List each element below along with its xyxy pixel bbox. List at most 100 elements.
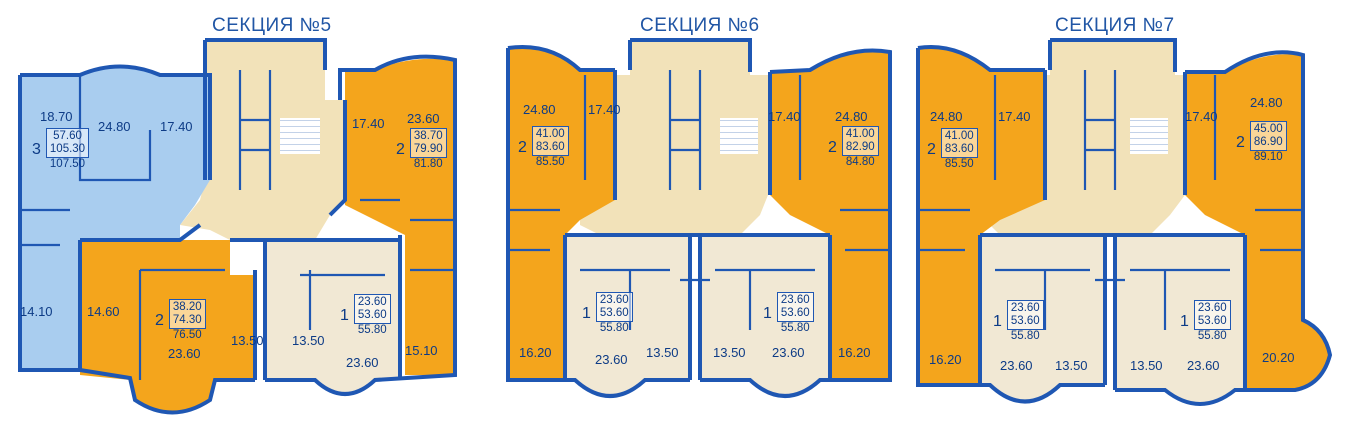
section-6-unit-1room-left: 1 23.60 53.60 55.80 bbox=[582, 292, 633, 335]
total-area: 82.90 bbox=[845, 141, 875, 153]
section-5-room-area: 18.70 bbox=[40, 109, 73, 124]
unit-areas-box: 57.60 105.30 bbox=[45, 128, 90, 158]
room-count: 2 bbox=[396, 140, 405, 158]
living-area: 38.20 bbox=[172, 301, 202, 313]
living-area: 57.60 bbox=[53, 130, 82, 142]
section-6-room-area: 24.80 bbox=[523, 102, 556, 117]
section-7-unit-1room-right: 1 23.60 53.60 55.80 bbox=[1180, 300, 1231, 343]
section-6-room-area: 13.50 bbox=[646, 345, 679, 360]
section-6-unit-1room-right: 1 23.60 53.60 55.80 bbox=[763, 292, 814, 335]
section-6-unit-2room-left: 2 41.00 83.60 85.50 bbox=[518, 126, 569, 169]
section-6-room-area: 17.40 bbox=[768, 109, 801, 124]
section-5-unit-1room: 1 23.60 53.60 55.80 bbox=[340, 294, 391, 337]
total-area-with-balcony: 107.50 bbox=[49, 158, 86, 170]
section-6-room-area: 17.40 bbox=[588, 102, 621, 117]
total-area-with-balcony: 85.50 bbox=[535, 156, 565, 168]
room-count: 1 bbox=[582, 304, 591, 322]
total-area-with-balcony: 55.80 bbox=[1197, 330, 1227, 342]
total-area: 86.90 bbox=[1253, 136, 1283, 148]
section-5-room-area: 17.40 bbox=[160, 119, 193, 134]
section-5-room-area: 14.60 bbox=[87, 304, 120, 319]
section-5-unit-2room-b: 2 38.20 74.30 76.50 bbox=[155, 299, 206, 342]
unit-areas-box: 23.60 53.60 bbox=[1006, 300, 1044, 330]
room-count: 3 bbox=[32, 140, 41, 158]
section-5-title: СЕКЦИЯ №5 bbox=[212, 15, 332, 36]
total-area: 53.60 bbox=[1197, 315, 1227, 327]
section-5-apartment-2room-b bbox=[80, 240, 255, 413]
unit-areas-box: 23.60 53.60 bbox=[595, 292, 633, 322]
total-area-with-balcony: 89.10 bbox=[1253, 151, 1283, 163]
room-count: 1 bbox=[1180, 312, 1189, 330]
total-area-with-balcony: 76.50 bbox=[172, 329, 202, 341]
section-5-room-area: 17.40 bbox=[352, 116, 385, 131]
section-5-room-area: 23.60 bbox=[168, 346, 201, 361]
section-6-room-area: 23.60 bbox=[595, 352, 628, 367]
total-area-with-balcony: 85.50 bbox=[944, 158, 974, 170]
section-5-staircase bbox=[280, 118, 320, 154]
unit-areas-box: 45.00 86.90 bbox=[1249, 121, 1287, 151]
room-count: 2 bbox=[155, 311, 164, 329]
unit-areas-box: 23.60 53.60 bbox=[776, 292, 814, 322]
section-6-room-area: 16.20 bbox=[519, 345, 552, 360]
section-6-room-area: 16.20 bbox=[838, 345, 871, 360]
total-area: 83.60 bbox=[535, 141, 565, 153]
section-5-room-area: 23.60 bbox=[346, 355, 379, 370]
section-5-room-area: 15.10 bbox=[405, 343, 438, 358]
section-5-room-area: 13.50 bbox=[292, 333, 325, 348]
total-area: 53.60 bbox=[1010, 315, 1040, 327]
section-7-unit-2room-left: 2 41.00 83.60 85.50 bbox=[927, 128, 978, 171]
total-area: 74.30 bbox=[172, 314, 202, 326]
living-area: 45.00 bbox=[1253, 123, 1283, 135]
room-count: 2 bbox=[927, 140, 936, 158]
section-5-room-area: 24.80 bbox=[98, 119, 131, 134]
section-5-plan bbox=[18, 38, 457, 415]
section-7-room-area: 17.40 bbox=[1185, 109, 1218, 124]
unit-areas-box: 41.00 83.60 bbox=[531, 126, 569, 156]
total-area: 83.60 bbox=[944, 143, 974, 155]
section-5-apartment-1room bbox=[265, 240, 400, 393]
living-area: 23.60 bbox=[1197, 302, 1227, 314]
section-7-title: СЕКЦИЯ №7 bbox=[1055, 15, 1175, 36]
section-7-room-area: 24.80 bbox=[1250, 95, 1283, 110]
section-7-room-area: 24.80 bbox=[930, 109, 963, 124]
total-area-with-balcony: 55.80 bbox=[780, 322, 810, 334]
unit-areas-box: 38.70 79.90 bbox=[409, 128, 447, 158]
living-area: 41.00 bbox=[944, 130, 974, 142]
section-7-room-area: 13.50 bbox=[1130, 358, 1163, 373]
room-count: 1 bbox=[993, 312, 1002, 330]
section-7-room-area: 23.60 bbox=[1000, 358, 1033, 373]
unit-areas-box: 41.00 82.90 bbox=[841, 126, 879, 156]
total-area: 79.90 bbox=[413, 143, 443, 155]
total-area-with-balcony: 84.80 bbox=[845, 156, 875, 168]
section-5-unit-3room: 3 57.60 105.30 107.50 bbox=[32, 128, 90, 171]
unit-areas-box: 38.20 74.30 bbox=[168, 299, 206, 329]
section-7-room-area: 20.20 bbox=[1262, 350, 1295, 365]
section-6-common-area bbox=[580, 40, 770, 235]
total-area: 105.30 bbox=[49, 143, 86, 155]
section-7-plan bbox=[916, 38, 1333, 406]
living-area: 23.60 bbox=[357, 296, 387, 308]
living-area: 38.70 bbox=[413, 130, 443, 142]
total-area-with-balcony: 81.80 bbox=[413, 158, 443, 170]
total-area-with-balcony: 55.80 bbox=[1010, 330, 1040, 342]
total-area-with-balcony: 55.80 bbox=[599, 322, 629, 334]
section-6-unit-2room-right: 2 41.00 82.90 84.80 bbox=[828, 126, 879, 169]
room-count: 1 bbox=[763, 304, 772, 322]
section-5-room-area: 13.50 bbox=[231, 333, 264, 348]
section-5-common-area bbox=[180, 40, 345, 240]
section-7-room-area: 16.20 bbox=[929, 352, 962, 367]
living-area: 41.00 bbox=[535, 128, 565, 140]
section-6-room-area: 24.80 bbox=[835, 109, 868, 124]
unit-areas-box: 41.00 83.60 bbox=[940, 128, 978, 158]
section-7-room-area: 13.50 bbox=[1055, 358, 1088, 373]
section-6-plan bbox=[506, 38, 892, 398]
room-count: 1 bbox=[340, 306, 349, 324]
section-6-room-area: 13.50 bbox=[713, 345, 746, 360]
section-7-apartment-2room-right bbox=[1185, 54, 1330, 391]
section-7-unit-2room-right: 2 45.00 86.90 89.10 bbox=[1236, 121, 1287, 164]
total-area: 53.60 bbox=[780, 307, 810, 319]
room-count: 2 bbox=[1236, 133, 1245, 151]
total-area: 53.60 bbox=[599, 307, 629, 319]
unit-areas-box: 23.60 53.60 bbox=[1193, 300, 1231, 330]
living-area: 41.00 bbox=[845, 128, 875, 140]
